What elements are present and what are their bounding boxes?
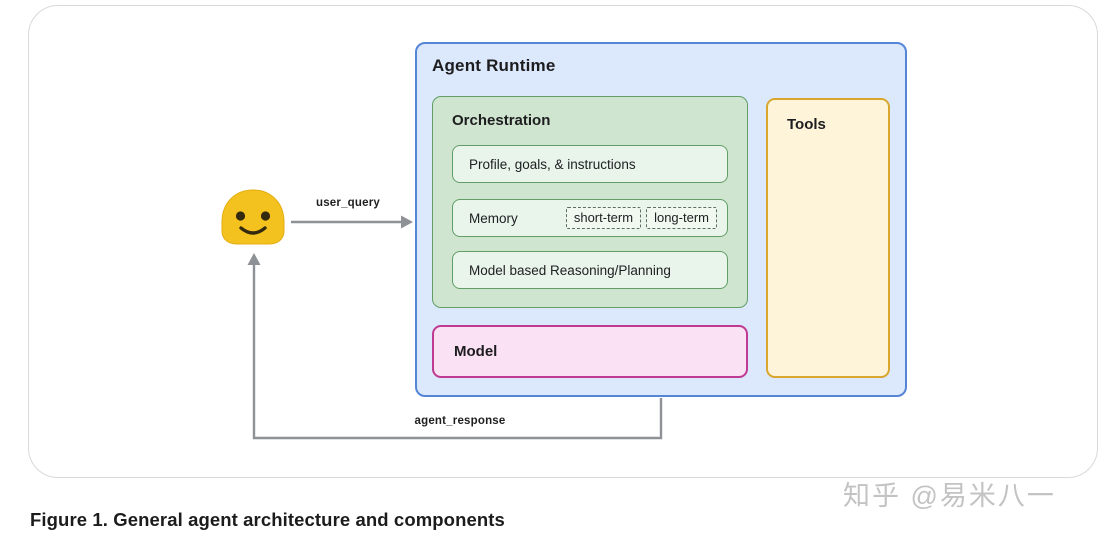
orchestration-title: Orchestration — [452, 112, 551, 129]
memory-label: Memory — [469, 210, 518, 226]
figure-caption: Figure 1. General agent architecture and… — [30, 509, 505, 530]
short-term-memory-chip: short-term — [565, 207, 642, 229]
model-label: Model — [454, 343, 498, 360]
watermark: 知乎 @易米八一 — [843, 481, 1056, 511]
model-reasoning-planning-label: Model based Reasoning/Planning — [469, 262, 671, 278]
long-term-memory-chip: long-term — [646, 207, 717, 229]
tools-label: Tools — [787, 116, 826, 133]
tools-box: Tools — [766, 98, 890, 378]
memory-chips: short-term long-term — [565, 207, 717, 229]
user-query-label: user_query — [315, 197, 380, 209]
agent-runtime-title: Agent Runtime — [432, 56, 556, 75]
memory-row: Memory short-term long-term — [452, 199, 728, 237]
agent-response-label: agent_response — [414, 415, 506, 427]
model-reasoning-planning-row: Model based Reasoning/Planning — [452, 251, 728, 289]
profile-goals-instructions-row: Profile, goals, & instructions — [452, 145, 728, 183]
profile-goals-instructions-label: Profile, goals, & instructions — [469, 156, 636, 172]
model-box: Model — [432, 325, 748, 378]
